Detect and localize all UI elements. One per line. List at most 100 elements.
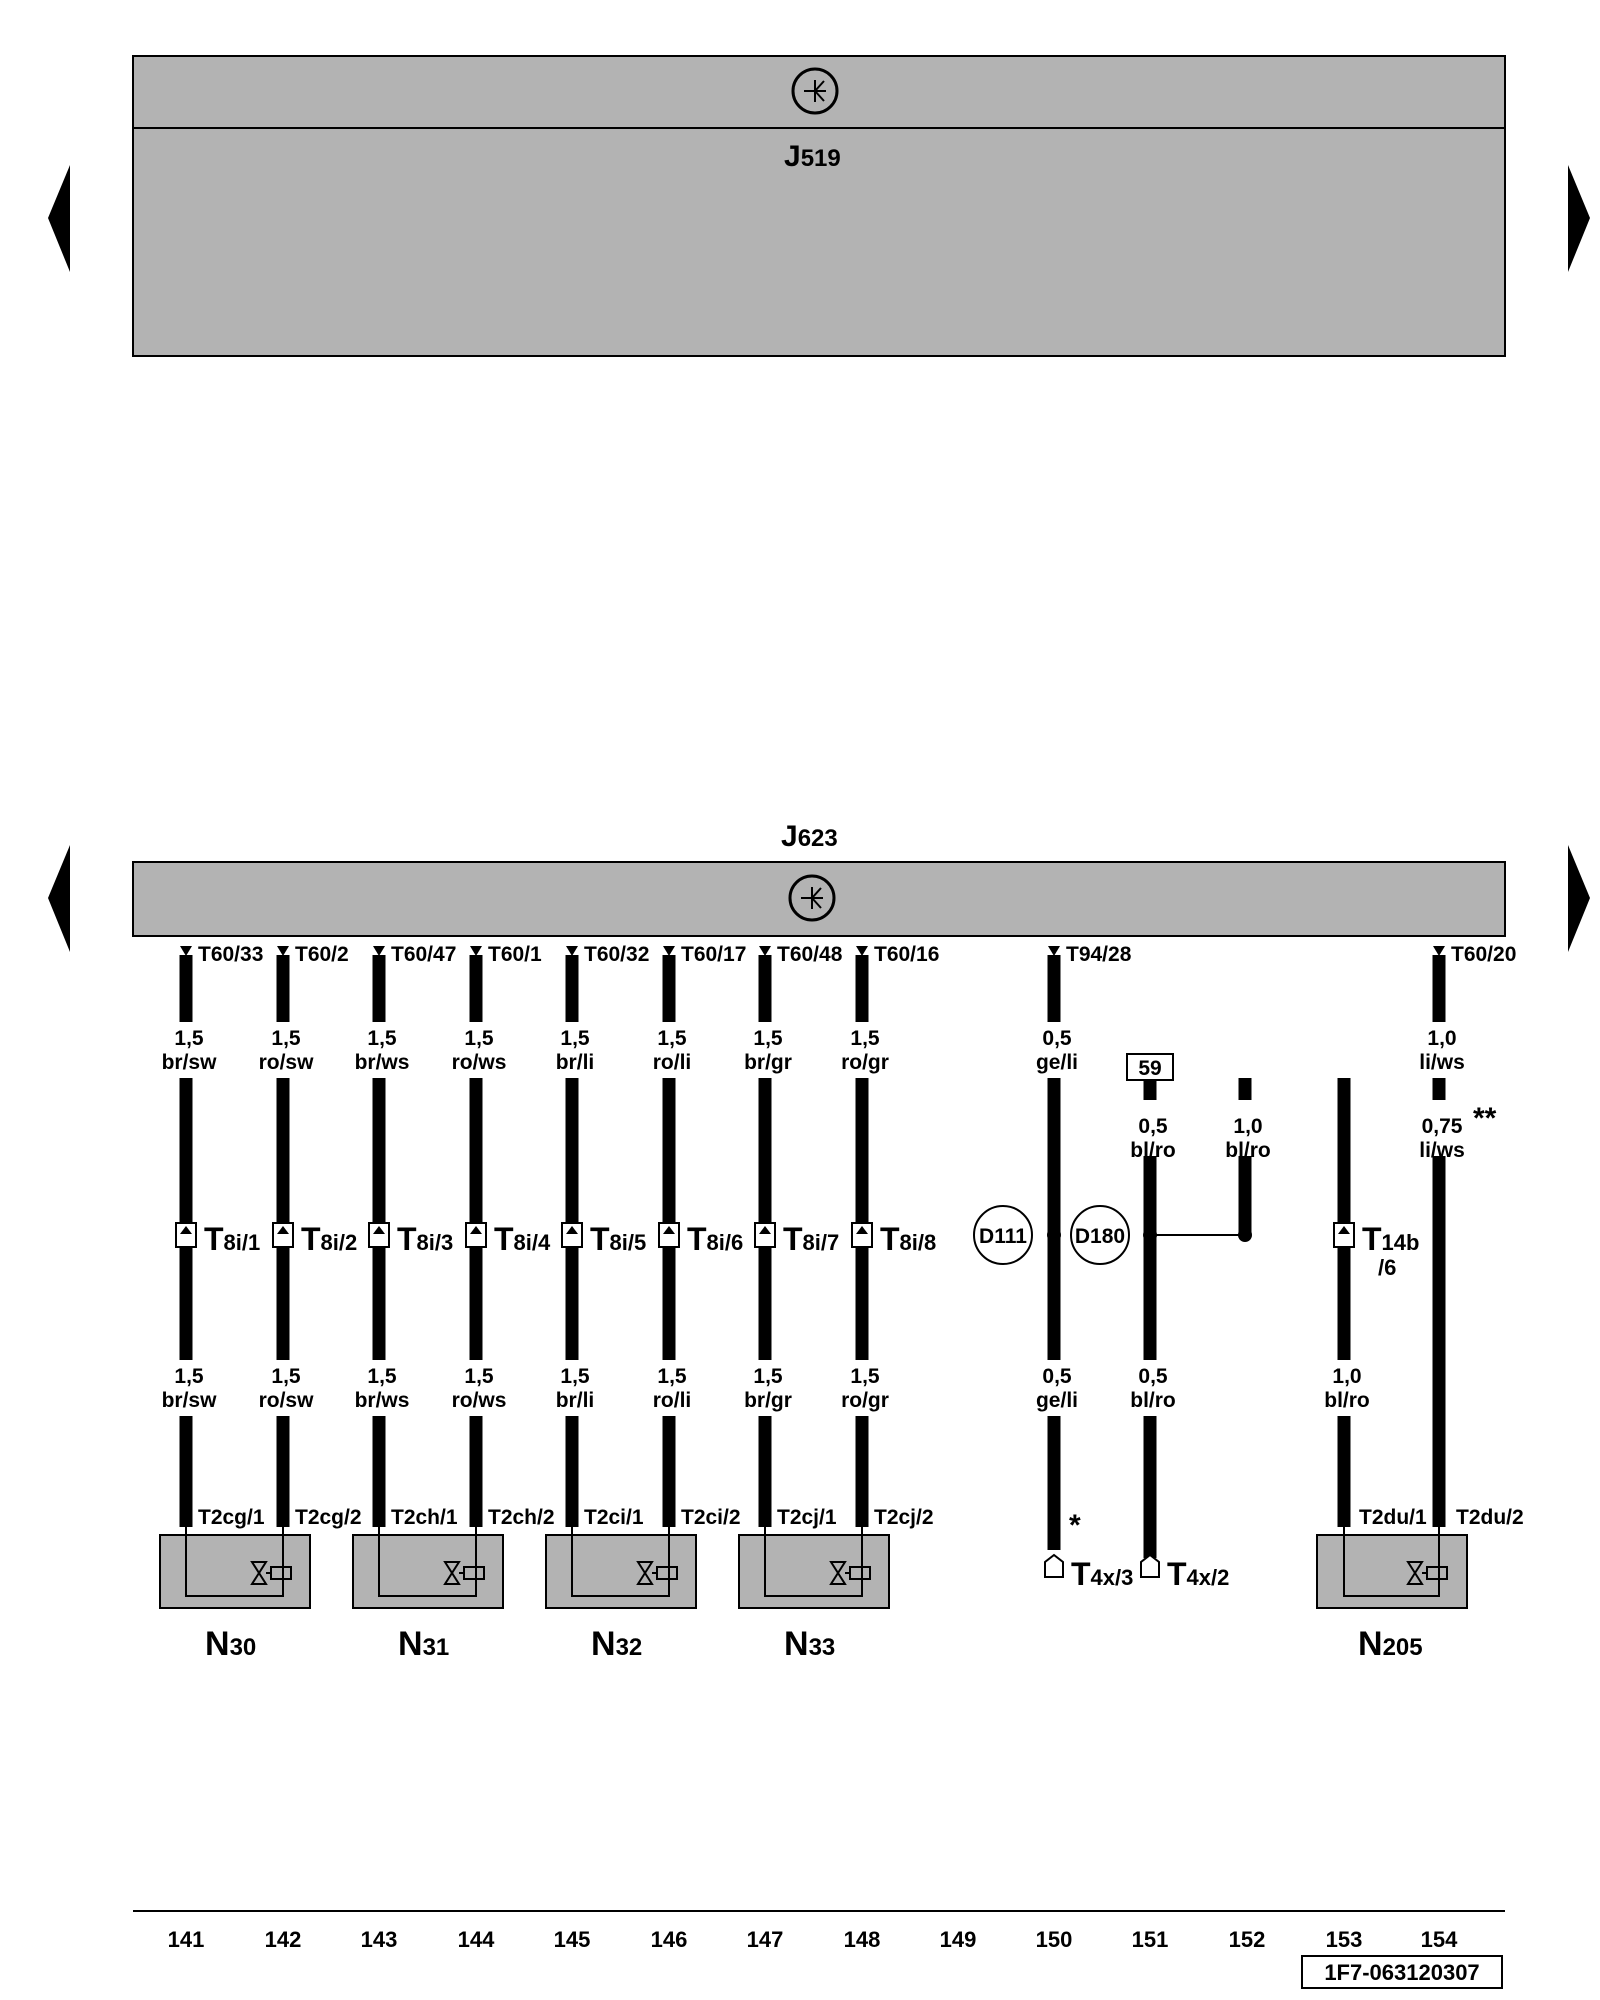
wire-color: br/sw <box>162 1051 218 1074</box>
splice-d111: D111 <box>973 1205 1033 1265</box>
svg-text:J519: J519 <box>784 140 841 173</box>
connector-label: T8i/5 <box>590 1221 646 1257</box>
valve-n30: N30 <box>159 1527 311 1663</box>
pin-label: T60/1 <box>488 943 542 966</box>
pin-label: T60/16 <box>874 943 939 966</box>
wire-gauge: 1,5 <box>464 1027 494 1050</box>
solenoid-valve-icon <box>829 1561 871 1585</box>
j519-letter: J <box>784 140 801 173</box>
solenoid-valve-icon <box>443 1561 485 1585</box>
connector-label: T8i/7 <box>783 1221 839 1257</box>
track-number: 152 <box>1229 1927 1266 1952</box>
track-number: 148 <box>844 1927 881 1952</box>
pin-label: T2ci/1 <box>584 1506 644 1529</box>
next-page-arrow-bottom[interactable] <box>1568 845 1590 952</box>
wire-gauge: 1,5 <box>753 1027 783 1050</box>
pin-label: T2cg/2 <box>295 1506 362 1529</box>
wire-color: ro/ws <box>452 1389 507 1412</box>
track-number: 153 <box>1326 1927 1363 1952</box>
pin-label: T60/2 <box>295 943 349 966</box>
splices: D111 D180 <box>973 1205 1252 1265</box>
connector-label: T8i/4 <box>494 1221 551 1257</box>
wire-gauge: 1,5 <box>367 1027 397 1050</box>
lower-wire-labels: 1,5 br/sw 1,5 ro/sw 1,5 br/ws 1,5 ro/ws … <box>162 1365 1370 1412</box>
wire-gauge: 1,5 <box>560 1027 590 1050</box>
pin-label: T2ci/2 <box>681 1506 741 1529</box>
component-number: 205 <box>1383 1634 1423 1661</box>
wire-gauge: 1,5 <box>271 1027 301 1050</box>
next-page-arrow-top[interactable] <box>1568 165 1590 272</box>
pin-label: T94/28 <box>1066 943 1132 966</box>
svg-text:N30: N30 <box>205 1625 256 1663</box>
connector-label-suffix: /6 <box>1378 1255 1396 1280</box>
wire-color: br/gr <box>744 1389 792 1412</box>
wire-gauge: 0,75 <box>1422 1115 1463 1138</box>
track-number: 149 <box>940 1927 977 1952</box>
label-backgrounds <box>150 1022 1480 1416</box>
connector-label: T8i/2 <box>301 1221 357 1257</box>
component-letter: N <box>1358 1625 1383 1663</box>
wire-gauge: 1,5 <box>850 1365 880 1388</box>
pin-label: T60/20 <box>1451 943 1516 966</box>
track-number: 143 <box>361 1927 398 1952</box>
prev-page-arrow-bottom[interactable] <box>48 845 70 952</box>
pin-label: T2cj/2 <box>874 1506 934 1529</box>
valve-n33: N33 <box>738 1527 890 1663</box>
svg-text:J623: J623 <box>781 820 838 853</box>
j519-number: 519 <box>801 145 841 172</box>
valve-n32: N32 <box>545 1527 697 1663</box>
valve-n31: N31 <box>352 1527 504 1663</box>
track-number: 142 <box>265 1927 302 1952</box>
track-number: 154 <box>1421 1927 1458 1952</box>
wire-color: ge/li <box>1036 1051 1078 1074</box>
solenoid-valve-icon <box>636 1561 678 1585</box>
wire-gauge: 1,5 <box>367 1365 397 1388</box>
pin-label: T60/48 <box>777 943 843 966</box>
connector-label: T8i/8 <box>880 1221 936 1257</box>
wire-gauge: 1,5 <box>560 1365 590 1388</box>
track-number: 147 <box>747 1927 784 1952</box>
wire-color: ro/sw <box>259 1389 315 1412</box>
prev-page-arrow-top[interactable] <box>48 165 70 272</box>
wire-color: br/li <box>556 1389 595 1412</box>
pin-label: T2ch/1 <box>391 1506 458 1529</box>
splice-d180: D180 <box>1070 1205 1130 1265</box>
plug-label: T4x/3 <box>1071 1556 1133 1592</box>
svg-text:N31: N31 <box>398 1625 449 1663</box>
wire-color: br/li <box>556 1051 595 1074</box>
track-number: 151 <box>1132 1927 1169 1952</box>
wire-color: bl/ro <box>1324 1389 1370 1412</box>
wire-gauge: 1,5 <box>174 1027 204 1050</box>
connector-label: T8i/1 <box>204 1221 260 1257</box>
track-number: 146 <box>651 1927 688 1952</box>
track-ruler: 141 142 143 144 145 146 147 148 149 150 … <box>133 1910 1505 1952</box>
wire-gauge: 0,5 <box>1138 1365 1168 1388</box>
wire-gauge: 1,5 <box>657 1365 687 1388</box>
pin-label: T60/17 <box>681 943 746 966</box>
track-number: 141 <box>168 1927 205 1952</box>
component-letter: N <box>784 1625 809 1663</box>
wire-color: ro/ws <box>452 1051 507 1074</box>
wire-gauge: 1,5 <box>657 1027 687 1050</box>
wire-color: br/sw <box>162 1389 218 1412</box>
wire-color: br/gr <box>744 1051 792 1074</box>
wire-color: ro/gr <box>841 1051 889 1074</box>
solenoid-valve-icon <box>250 1561 292 1585</box>
wire-gauge: 1,5 <box>174 1365 204 1388</box>
single-asterisk-note: * <box>1069 1509 1081 1542</box>
valve-n205: N205 <box>1316 1527 1468 1663</box>
component-number: 30 <box>230 1634 257 1661</box>
wire-gauge: 1,5 <box>271 1365 301 1388</box>
component-number: 31 <box>423 1634 450 1661</box>
component-letter: N <box>398 1625 423 1663</box>
terminal-59-box: 59 <box>1126 1053 1174 1081</box>
wire-color: br/ws <box>355 1389 410 1412</box>
track-number: 145 <box>554 1927 591 1952</box>
svg-text:N32: N32 <box>591 1625 642 1663</box>
wire-color: bl/ro <box>1130 1139 1176 1162</box>
wire-gauge: 0,5 <box>1042 1365 1072 1388</box>
upper-wire-labels: 1,5 br/sw 1,5 ro/sw 1,5 br/ws 1,5 ro/ws … <box>162 1027 1465 1162</box>
components: N30 N31 N32 <box>159 1527 1468 1663</box>
component-letter: N <box>205 1625 230 1663</box>
